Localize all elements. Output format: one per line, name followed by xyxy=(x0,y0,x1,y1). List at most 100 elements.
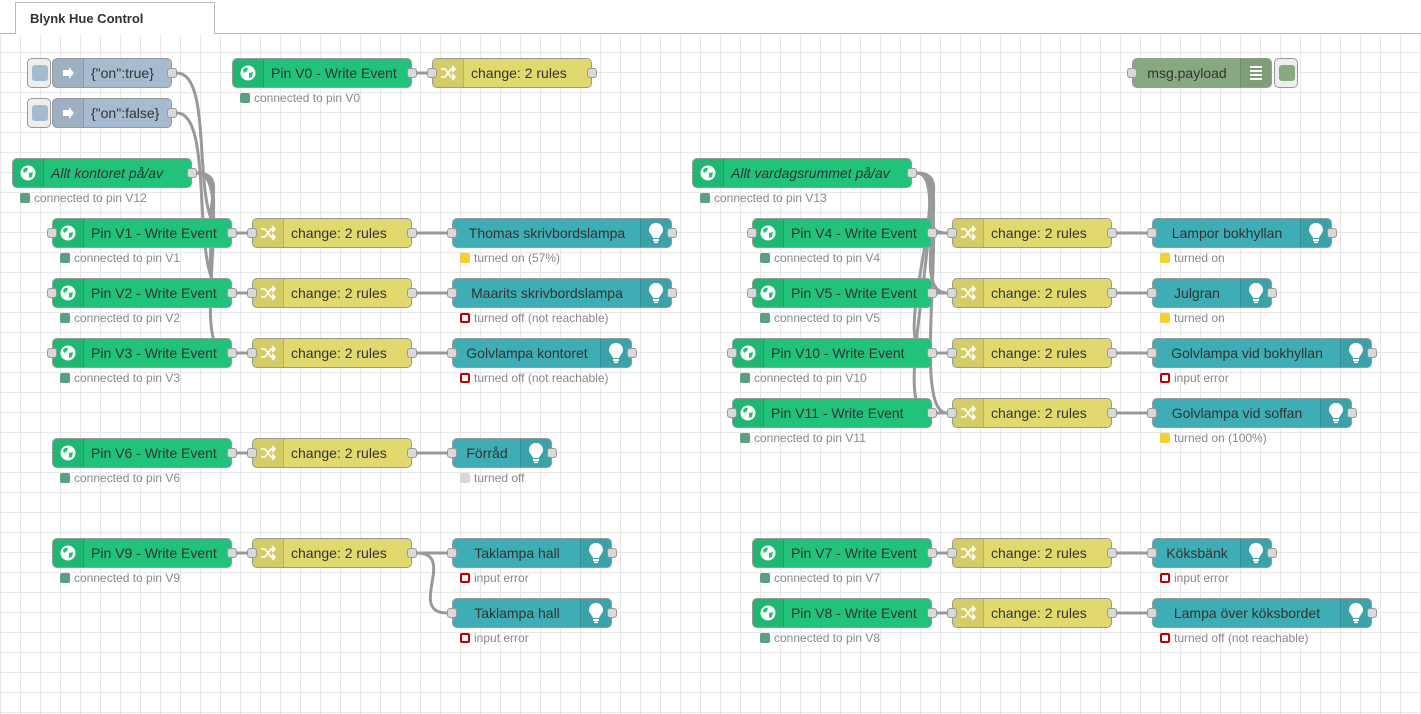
v5-change-node[interactable]: change: 2 rules xyxy=(947,278,1117,308)
output-port[interactable] xyxy=(1107,408,1117,418)
input-port[interactable] xyxy=(1147,348,1157,358)
output-port[interactable] xyxy=(1107,228,1117,238)
flow-workspace[interactable] xyxy=(0,34,1421,714)
v7-node[interactable]: Pin V7 - Write Event xyxy=(752,538,937,568)
input-port[interactable] xyxy=(947,228,957,238)
v9-hue1-node[interactable]: Taklampa hall xyxy=(447,538,617,568)
input-port[interactable] xyxy=(247,548,257,558)
output-port[interactable] xyxy=(927,408,937,418)
input-port[interactable] xyxy=(447,348,457,358)
v0-change-node[interactable]: change: 2 rules xyxy=(427,58,597,88)
output-port[interactable] xyxy=(227,448,237,458)
input-port[interactable] xyxy=(747,288,757,298)
input-port[interactable] xyxy=(1147,548,1157,558)
output-port[interactable] xyxy=(927,288,937,298)
v1-hue-node[interactable]: Thomas skrivbordslampa xyxy=(447,218,677,248)
v11-node[interactable]: Pin V11 - Write Event xyxy=(727,398,937,428)
output-port[interactable] xyxy=(907,168,917,178)
input-port[interactable] xyxy=(447,548,457,558)
output-port[interactable] xyxy=(607,548,617,558)
output-port[interactable] xyxy=(167,68,177,78)
input-port[interactable] xyxy=(447,448,457,458)
v1-node[interactable]: Pin V1 - Write Event xyxy=(47,218,237,248)
v6-change-node[interactable]: change: 2 rules xyxy=(247,438,417,468)
v6-hue-node[interactable]: Förråd xyxy=(447,438,557,468)
output-port[interactable] xyxy=(1107,548,1117,558)
v7-change-node[interactable]: change: 2 rules xyxy=(947,538,1117,568)
v1-change-node[interactable]: change: 2 rules xyxy=(247,218,417,248)
output-port[interactable] xyxy=(1327,228,1337,238)
v4-node[interactable]: Pin V4 - Write Event xyxy=(747,218,937,248)
v3-hue-node[interactable]: Golvlampa kontoret xyxy=(447,338,637,368)
output-port[interactable] xyxy=(1367,348,1377,358)
output-port[interactable] xyxy=(227,548,237,558)
v3-change-node[interactable]: change: 2 rules xyxy=(247,338,417,368)
input-port[interactable] xyxy=(947,288,957,298)
input-port[interactable] xyxy=(727,348,737,358)
output-port[interactable] xyxy=(607,608,617,618)
input-port[interactable] xyxy=(1147,408,1157,418)
v9-change-node[interactable]: change: 2 rules xyxy=(247,538,417,568)
input-port[interactable] xyxy=(247,228,257,238)
v8-node[interactable]: Pin V8 - Write Event xyxy=(752,598,937,628)
input-port[interactable] xyxy=(447,608,457,618)
v2-change-node[interactable]: change: 2 rules xyxy=(247,278,417,308)
output-port[interactable] xyxy=(627,348,637,358)
output-port[interactable] xyxy=(1107,608,1117,618)
v9-hue2-node[interactable]: Taklampa hall xyxy=(447,598,617,628)
input-port[interactable] xyxy=(447,228,457,238)
living-all-node[interactable]: Allt vardagsrummet på/av xyxy=(692,158,917,188)
v0-node[interactable]: Pin V0 - Write Event xyxy=(232,58,417,88)
output-port[interactable] xyxy=(407,548,417,558)
input-port[interactable] xyxy=(747,228,757,238)
v8-hue-node[interactable]: Lampa över köksbordet xyxy=(1147,598,1377,628)
output-port[interactable] xyxy=(1267,548,1277,558)
output-port[interactable] xyxy=(667,288,677,298)
output-port[interactable] xyxy=(167,108,177,118)
output-port[interactable] xyxy=(407,288,417,298)
output-port[interactable] xyxy=(227,348,237,358)
input-port[interactable] xyxy=(947,608,957,618)
v11-hue-node[interactable]: Golvlampa vid soffan xyxy=(1147,398,1357,428)
office-all-node[interactable]: Allt kontoret på/av xyxy=(12,158,197,188)
v8-change-node[interactable]: change: 2 rules xyxy=(947,598,1117,628)
v5-hue-node[interactable]: Julgran xyxy=(1147,278,1277,308)
output-port[interactable] xyxy=(927,608,937,618)
v4-change-node[interactable]: change: 2 rules xyxy=(947,218,1117,248)
output-port[interactable] xyxy=(1107,288,1117,298)
v11-change-node[interactable]: change: 2 rules xyxy=(947,398,1117,428)
v7-hue-node[interactable]: Köksbänk xyxy=(1147,538,1277,568)
v10-change-node[interactable]: change: 2 rules xyxy=(947,338,1117,368)
inject-off-trigger-button[interactable] xyxy=(27,98,51,128)
output-port[interactable] xyxy=(1267,288,1277,298)
debug-toggle-button[interactable] xyxy=(1274,58,1298,88)
debug-node[interactable]: msg.payload xyxy=(1127,58,1272,88)
v6-node[interactable]: Pin V6 - Write Event xyxy=(52,438,237,468)
output-port[interactable] xyxy=(1347,408,1357,418)
output-port[interactable] xyxy=(227,228,237,238)
input-port[interactable] xyxy=(1147,288,1157,298)
input-port[interactable] xyxy=(47,228,57,238)
tab-flow[interactable]: Blynk Hue Control xyxy=(15,2,215,35)
input-port[interactable] xyxy=(47,348,57,358)
output-port[interactable] xyxy=(407,228,417,238)
inject-off-node[interactable]: {"on":false} xyxy=(52,98,177,128)
input-port[interactable] xyxy=(947,548,957,558)
v2-hue-node[interactable]: Maarits skrivbordslampa xyxy=(447,278,677,308)
output-port[interactable] xyxy=(927,348,937,358)
output-port[interactable] xyxy=(407,348,417,358)
input-port[interactable] xyxy=(447,288,457,298)
v2-node[interactable]: Pin V2 - Write Event xyxy=(47,278,237,308)
input-port[interactable] xyxy=(1147,608,1157,618)
output-port[interactable] xyxy=(927,548,937,558)
inject-on-node[interactable]: {"on":true} xyxy=(52,58,177,88)
input-port[interactable] xyxy=(727,408,737,418)
output-port[interactable] xyxy=(227,288,237,298)
output-port[interactable] xyxy=(547,448,557,458)
output-port[interactable] xyxy=(1107,348,1117,358)
input-port[interactable] xyxy=(947,348,957,358)
input-port[interactable] xyxy=(247,288,257,298)
v3-node[interactable]: Pin V3 - Write Event xyxy=(47,338,237,368)
input-port[interactable] xyxy=(47,288,57,298)
input-port[interactable] xyxy=(947,408,957,418)
